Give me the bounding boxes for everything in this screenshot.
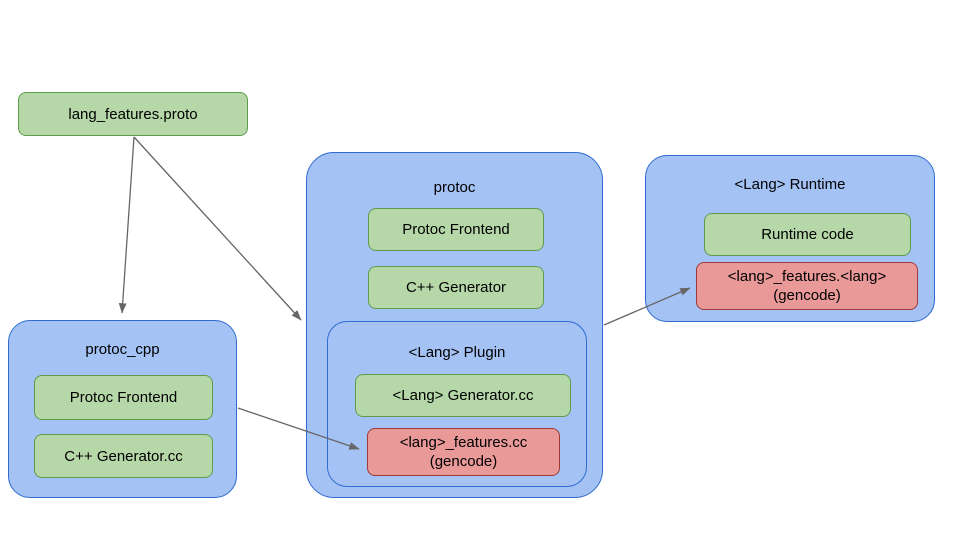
node-runtime-code: Runtime code [704,213,911,256]
node-label: lang_features.proto [68,105,198,123]
node-label: Protoc Frontend [402,221,510,238]
group-protoc-title: protoc [433,179,476,196]
node-label-line1: <lang>_features.<lang> [727,268,887,285]
group-protoc-cpp: protoc_cpp Protoc Frontend C++ Generator… [8,320,237,498]
node-label: Runtime code [761,226,854,243]
node-label: C++ Generator [405,279,507,296]
group-protoc-cpp-title: protoc_cpp [85,341,160,358]
node-lang-features-proto: lang_features.proto [18,92,248,136]
group-lang-runtime: <Lang> Runtime Runtime code <lang>_featu… [645,155,935,322]
node-protoc-frontend: Protoc Frontend [368,208,544,251]
node-label-line2: (gencode) [429,453,498,470]
node-label: C++ Generator.cc [64,447,183,465]
arrow-proto-to-protoc-cpp [118,136,135,314]
node-label: <Lang> Generator.cc [392,387,534,404]
group-lang-runtime-title: <Lang> Runtime [734,176,846,193]
arrow-proto-to-protoc [133,136,302,321]
node-lang-generator-cc: <Lang> Generator.cc [355,374,571,417]
group-lang-plugin: <Lang> Plugin <Lang> Generator.cc <lang>… [327,321,587,487]
node-label-line2: (gencode) [773,287,841,304]
node-label: Protoc Frontend [69,389,178,406]
node-cpp-generator-cc: C++ Generator.cc [34,434,213,478]
node-lang-features-cc-gencode: <lang>_features.cc (gencode) [367,428,560,476]
group-lang-plugin-title: <Lang> Plugin [408,344,506,361]
node-cpp-generator: C++ Generator [368,266,544,309]
node-lang-features-lang-gencode: <lang>_features.<lang> (gencode) [696,262,918,310]
node-protoc-frontend-cpp: Protoc Frontend [34,375,213,420]
node-label-line1: <lang>_features.cc [399,434,528,451]
group-protoc: protoc Protoc Frontend C++ Generator <La… [306,152,603,498]
